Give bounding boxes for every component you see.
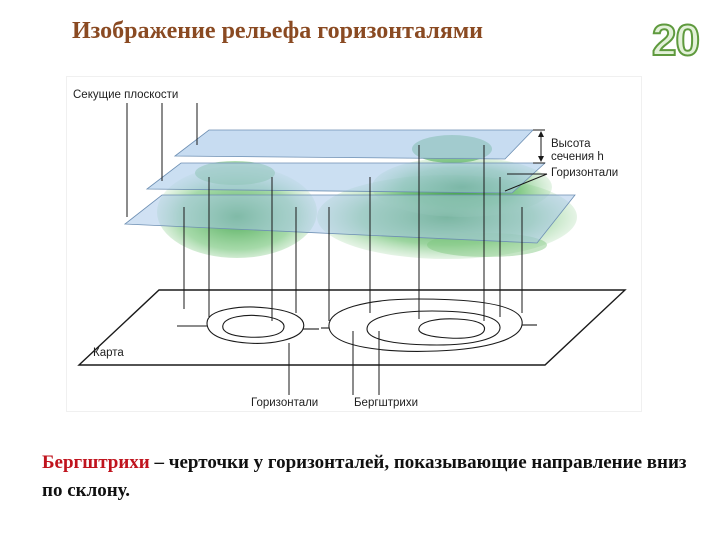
cutting-plane-top (173, 129, 534, 160)
definition-body: – черточки у горизонталей, показывающие … (42, 452, 687, 501)
relief-diagram: Секущие плоскости Высота сечения h Гориз… (66, 76, 642, 412)
plane-leader-lines (126, 103, 198, 217)
definition-text: Бергштрихи – черточки у горизонталей, по… (42, 449, 692, 505)
label-map: Карта (93, 347, 124, 359)
map-sheet (77, 289, 627, 366)
label-cutting-planes: Секущие плоскости (73, 89, 179, 101)
slide-title: Изображение рельефа горизонталями (72, 18, 483, 44)
cutting-plane-bottom (123, 194, 576, 244)
label-section-height-1: Высота (551, 138, 591, 150)
bottom-leader-lines (288, 331, 380, 395)
relief-diagram-drawing (77, 103, 627, 395)
label-contours-bottom: Горизонтали (251, 397, 319, 409)
cutting-plane-middle (145, 162, 547, 194)
slide-number: 20 (651, 15, 701, 66)
label-contours-right: Горизонтали (551, 167, 619, 179)
label-slope-ticks: Бергштрихи (354, 397, 419, 409)
map-contours (177, 298, 537, 352)
definition-term: Бергштрихи (42, 452, 150, 473)
section-height-arrow (504, 129, 548, 192)
projection-lines (183, 145, 523, 321)
label-section-height-2: сечения h (551, 151, 604, 163)
